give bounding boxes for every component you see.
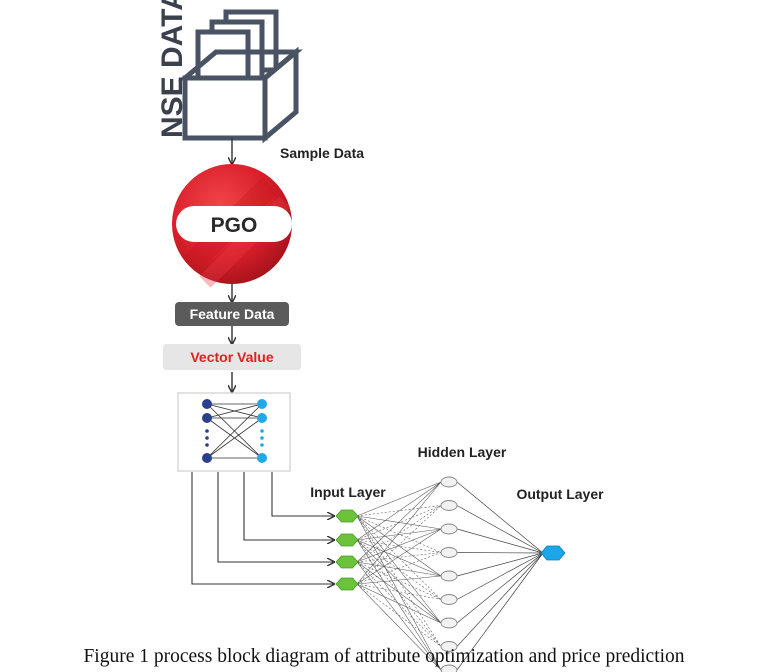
input-node: [335, 577, 359, 591]
input-connector: [191, 472, 334, 584]
hidden-node: [440, 476, 458, 488]
mini-node-left: [202, 399, 212, 409]
mini-dot-right: [260, 436, 264, 440]
input-hidden-edge: [356, 481, 442, 541]
hidden-node: [440, 641, 458, 652]
input-hidden-edge: [356, 575, 442, 585]
mini-dot-left: [205, 429, 209, 433]
input-hidden-edge: [356, 481, 442, 563]
mini-dot-left: [205, 443, 209, 447]
input-connector: [271, 472, 334, 516]
input-hidden-edge: [356, 515, 442, 671]
hidden-output-edge: [456, 528, 544, 554]
input-hidden-edge: [356, 583, 442, 671]
input-hidden-edge: [356, 539, 442, 647]
network-nodes: [335, 476, 566, 672]
input-hidden-edge: [356, 528, 442, 541]
input-hidden-edge: [356, 528, 442, 563]
input-node: [335, 509, 359, 523]
feature-data-label: Feature Data: [190, 306, 275, 322]
input-hidden-edge: [356, 505, 442, 541]
input-hidden-edge: [356, 505, 442, 563]
sample-data-label: Sample Data: [280, 145, 364, 161]
hidden-node: [440, 547, 458, 558]
input-hidden-edge: [356, 583, 442, 647]
hidden-node: [440, 664, 458, 672]
hidden-output-edge: [456, 552, 544, 624]
hidden-output-edge: [456, 552, 544, 554]
mini-dot-left: [205, 436, 209, 440]
input-hidden-edge: [356, 561, 442, 647]
vector-value-label: Vector Value: [190, 349, 273, 365]
vector-value-box: [163, 344, 301, 370]
mini-edge: [206, 403, 263, 459]
input-node: [335, 555, 359, 569]
input-hidden-edge: [356, 561, 442, 624]
pgo-node: PGO: [172, 164, 292, 288]
hidden-output-edge: [456, 552, 544, 577]
mini-node-right: [257, 453, 267, 463]
input-hidden-edge: [356, 539, 442, 671]
hidden-output-edge: [456, 552, 544, 671]
data-box-icon: [178, 9, 303, 144]
box-front: [182, 75, 268, 141]
hidden-node: [440, 594, 458, 605]
input-hidden-edge: [356, 552, 442, 585]
figure-caption: Figure 1 process block diagram of attrib…: [83, 646, 684, 667]
input-hidden-edge: [356, 561, 442, 600]
input-hidden-edge: [356, 539, 442, 624]
mini-dot-right: [260, 429, 264, 433]
hidden-output-edge: [456, 552, 544, 600]
hidden-output-edge: [456, 481, 544, 554]
mini-dot-right: [260, 443, 264, 447]
mini-edge: [206, 403, 263, 419]
input-hidden-edge: [356, 583, 442, 624]
feature-data-box: [175, 302, 289, 326]
mini-node-left: [202, 453, 212, 463]
input-hidden-edge: [356, 515, 442, 624]
hidden-node: [440, 500, 458, 511]
input-node: [335, 533, 359, 547]
input-hidden-edge: [356, 539, 442, 577]
hidden-node: [440, 523, 458, 535]
output-node: [540, 545, 566, 561]
mini-network: [202, 399, 267, 463]
pgo-label: PGO: [211, 214, 258, 237]
pgo-pill: [176, 206, 292, 242]
hidden-output-edge: [456, 505, 544, 554]
box-top: [178, 49, 303, 81]
input-hidden-edge: [356, 561, 442, 577]
input-hidden-edge: [356, 539, 442, 600]
nse-data-label: NSE DATA: [156, 0, 189, 138]
input-layer-label: Input Layer: [310, 484, 386, 500]
input-hidden-edge: [356, 561, 442, 671]
hidden-node: [440, 570, 458, 582]
mini-node-right: [257, 413, 267, 423]
mini-node-right: [257, 399, 267, 409]
input-connector: [217, 472, 334, 562]
input-hidden-edge: [356, 505, 442, 585]
output-layer-label: Output Layer: [516, 486, 604, 502]
mini-node-left: [202, 413, 212, 423]
hidden-layer-label: Hidden Layer: [418, 444, 507, 460]
input-hidden-edge: [356, 528, 442, 585]
hidden-output-edge: [456, 552, 544, 647]
input-hidden-edge: [356, 515, 442, 577]
mini-edge: [206, 417, 263, 459]
input-hidden-edge: [356, 481, 442, 517]
network-edges: [356, 481, 544, 671]
input-hidden-edge: [356, 481, 442, 585]
hidden-node: [440, 617, 458, 629]
input-connector: [243, 472, 334, 540]
input-connectors: [191, 472, 334, 584]
